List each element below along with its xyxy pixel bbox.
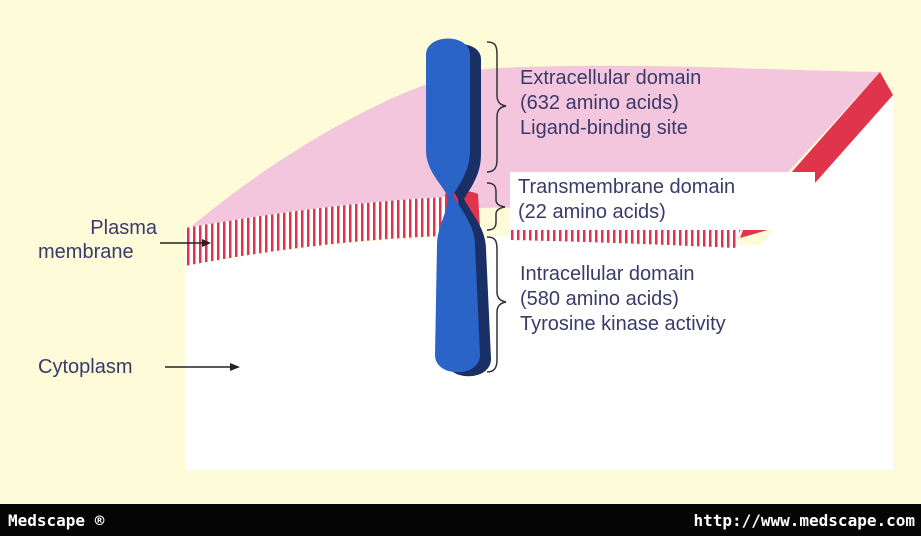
cytoplasm-label-text: Cytoplasm — [38, 356, 132, 378]
intracellular-label-line2: (580 amino acids) — [520, 287, 726, 312]
medscape-brand: Medscape ® — [8, 511, 104, 530]
plasma-membrane-label: Plasma — [82, 216, 157, 241]
plasma-membrane-label-line2: membrane — [38, 241, 134, 263]
extracellular-label: Extracellular domain (632 amino acids) L… — [520, 66, 701, 141]
transmembrane-label: Transmembrane domain (22 amino acids) — [518, 175, 735, 225]
footer-bar: Medscape ® http://www.medscape.com — [0, 504, 921, 536]
diagram-stage: Plasma membrane Cytoplasm Extracellular … — [0, 0, 921, 504]
plasma-membrane-label-2: membrane — [38, 240, 134, 265]
cytoplasm-label: Cytoplasm — [38, 355, 132, 380]
transmembrane-label-line2: (22 amino acids) — [518, 200, 735, 225]
extracellular-label-line1: Extracellular domain — [520, 66, 701, 91]
medscape-url-link[interactable]: http://www.medscape.com — [693, 511, 915, 530]
transmembrane-label-line1: Transmembrane domain — [518, 175, 735, 200]
extracellular-label-line3: Ligand-binding site — [520, 116, 701, 141]
intracellular-label-line1: Intracellular domain — [520, 262, 726, 287]
extracellular-label-line2: (632 amino acids) — [520, 91, 701, 116]
intracellular-label-line3: Tyrosine kinase activity — [520, 312, 726, 337]
plasma-membrane-label-line1: Plasma — [82, 216, 157, 241]
receptor-diagram — [0, 0, 921, 504]
intracellular-label: Intracellular domain (580 amino acids) T… — [520, 262, 726, 337]
